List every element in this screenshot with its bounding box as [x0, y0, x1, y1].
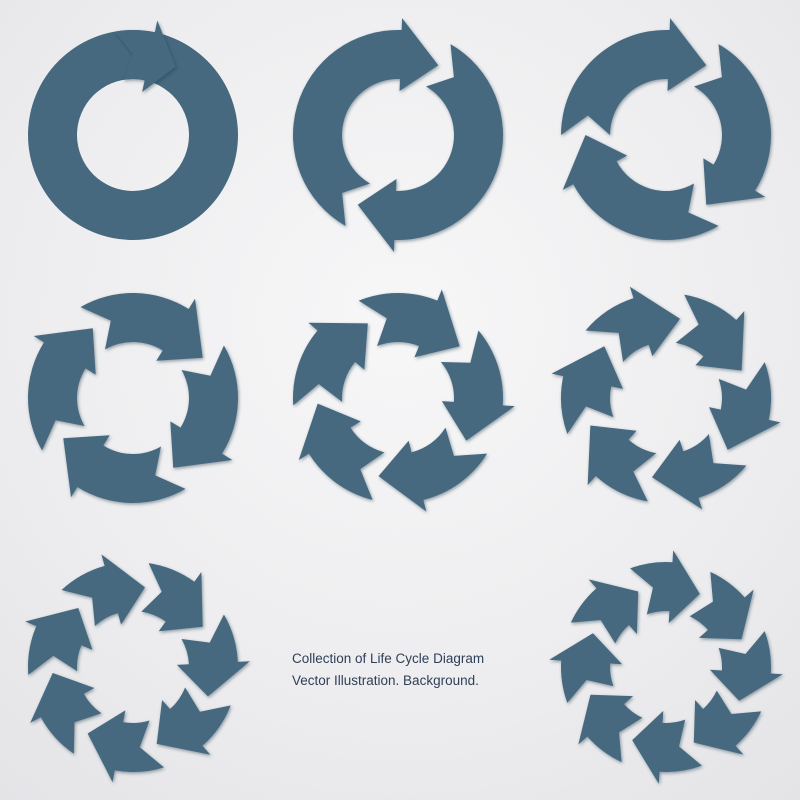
caption-line-2: Vector Illustration. Background. [292, 673, 479, 688]
cycle-arrow-segment [141, 563, 203, 632]
cycle-arrow-segment [358, 289, 460, 358]
cycle-arrow-segment [675, 294, 745, 371]
cycle-arrow-segment [652, 434, 747, 510]
cycle-arrow-segment [357, 44, 504, 252]
cycle-diagram-3-arrows [561, 18, 772, 240]
cycle-diagram-1-arrow [28, 20, 238, 240]
cycle-arrow-segment [114, 20, 176, 92]
cycle-arrow-segment [293, 322, 368, 406]
cycle-arrow-segment [440, 330, 515, 441]
cycle-arrow-segment [549, 633, 623, 703]
cycle-arrow-segment [298, 403, 385, 500]
cycle-arrow-segment [27, 328, 96, 451]
cycle-arrow-segment [693, 690, 762, 755]
cycle-diagram-2-arrows [292, 18, 504, 252]
cycle-arrow-segment [632, 710, 702, 784]
cycle-arrow-segment [551, 346, 623, 434]
cycle-arrow-segment [630, 550, 700, 624]
cycle-arrow-segment [570, 579, 639, 644]
cycle-arrow-segment [689, 571, 754, 640]
caption: Collection of Life Cycle Diagram Vector … [292, 648, 484, 692]
cycle-arrow-segment [87, 710, 164, 783]
cycle-arrow-segment [176, 614, 250, 697]
cycle-arrow-segment [30, 673, 102, 754]
cycle-arrow-segment [562, 135, 719, 240]
cycle-arrow-segment [587, 425, 657, 502]
cycle-arrow-segment [694, 44, 772, 205]
cycle-arrow-segment [709, 631, 783, 701]
cycle-ring [28, 30, 238, 240]
cycle-arrow-segment [61, 554, 145, 626]
cycle-diagrams-group [25, 18, 783, 784]
cycle-arrow-segment [709, 362, 781, 450]
cycle-arrow-segment [63, 435, 186, 504]
cycle-diagram-8-arrows [549, 550, 783, 784]
cycle-diagram-6-arrows [551, 286, 781, 510]
cycle-diagram-4-arrows [27, 292, 239, 504]
cycle-arrow-segment [292, 18, 439, 226]
cycle-arrow-segment [170, 345, 239, 468]
cycle-diagram-5-arrows [293, 289, 515, 512]
cycle-diagram-7-arrows [25, 554, 250, 783]
cycle-arrow-segment [561, 18, 707, 135]
cycle-arrow-segment [585, 286, 680, 362]
cycle-arrow-segment [25, 607, 93, 675]
cycle-arrow-segment [378, 427, 488, 512]
cycle-arrow-segment [80, 292, 203, 361]
cycle-arrow-segment [156, 687, 231, 755]
caption-line-1: Collection of Life Cycle Diagram [292, 651, 485, 666]
cycle-arrow-segment [578, 694, 643, 763]
